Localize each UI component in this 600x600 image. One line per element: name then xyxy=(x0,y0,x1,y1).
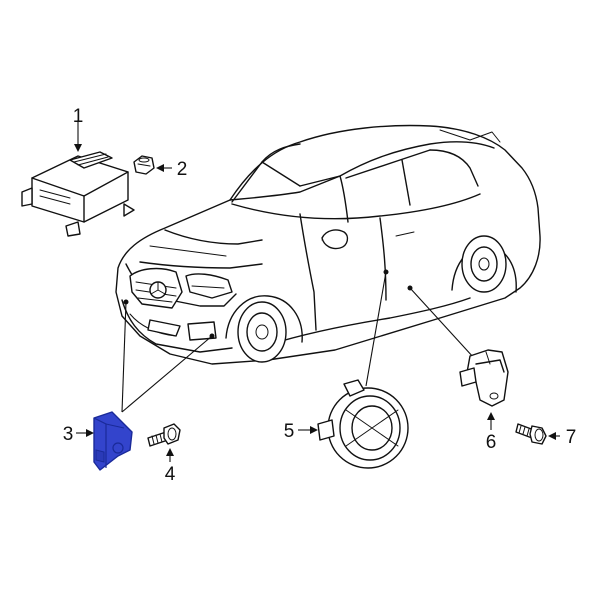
leader-lines xyxy=(121,271,475,413)
car-illustration xyxy=(115,124,541,365)
callout-3: 3 xyxy=(63,424,74,445)
callout-2: 2 xyxy=(177,159,188,180)
impact-sensor-highlighted xyxy=(93,411,133,471)
door-pressure-sensor xyxy=(317,379,409,469)
callout-5: 5 xyxy=(284,421,295,442)
bolt-part-4 xyxy=(147,423,181,447)
side-impact-sensor xyxy=(459,349,509,407)
airbag-control-module xyxy=(21,151,135,237)
bolt-part-7 xyxy=(515,423,547,445)
callout-4: 4 xyxy=(165,464,176,485)
callout-7: 7 xyxy=(566,427,577,448)
callout-1: 1 xyxy=(73,106,84,127)
callout-6: 6 xyxy=(486,432,497,453)
nut-part xyxy=(133,155,155,175)
